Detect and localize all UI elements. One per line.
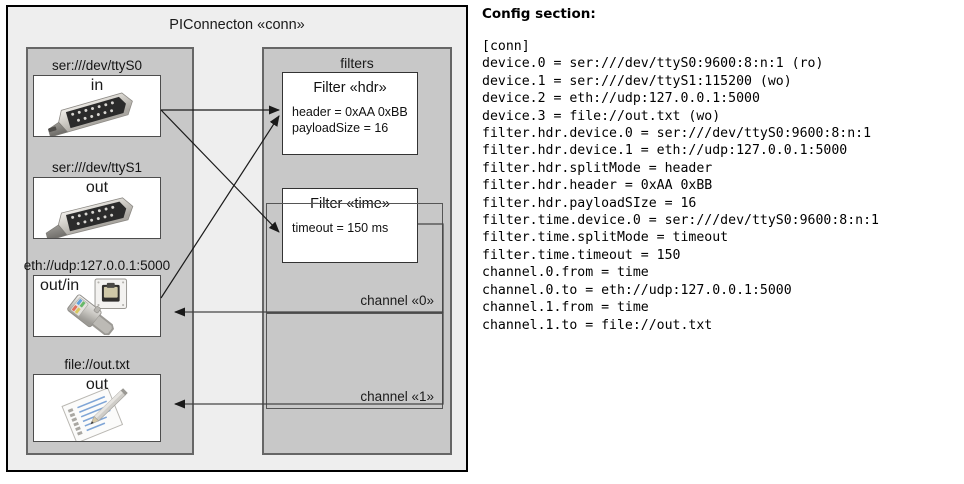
config-line: filter.time.device.0 = ser:///dev/ttyS0:… bbox=[482, 213, 879, 229]
filter-card-hdr[interactable]: Filter «hdr» header = 0xAA 0xBB payloadS… bbox=[282, 72, 418, 155]
diagram-title: PIConnecton «conn» bbox=[169, 17, 305, 33]
config-line: device.0 = ser:///dev/ttyS0:9600:8:n:1 (… bbox=[482, 56, 824, 72]
config-line: channel.1.from = time bbox=[482, 300, 649, 316]
config-line: filter.hdr.splitMode = header bbox=[482, 160, 713, 176]
filter-title-time: Filter «time» bbox=[310, 196, 390, 212]
device-node-eth[interactable]: eth://udp:127.0.0.1:5000 out/in bbox=[23, 258, 171, 337]
channel-label-0: channel «0» bbox=[360, 293, 434, 308]
document-pencil-icon bbox=[61, 387, 128, 441]
device-label-ser0: ser:///dev/ttyS0 bbox=[51, 58, 143, 73]
channel-region-1: channel «1» bbox=[266, 313, 443, 409]
device-card-eth[interactable]: out/in bbox=[33, 275, 161, 337]
device-card-ser0[interactable]: in bbox=[33, 75, 161, 137]
device-direction-ser1: out bbox=[85, 179, 109, 196]
serial-port-icon bbox=[47, 92, 133, 136]
config-line: [conn] bbox=[482, 39, 530, 54]
device-node-file[interactable]: file://out.txt out bbox=[33, 357, 161, 442]
config-panel: Config section: [conn] device.0 = ser:///… bbox=[482, 6, 960, 334]
filter-title-hdr: Filter «hdr» bbox=[313, 80, 387, 96]
device-card-file[interactable]: out bbox=[33, 374, 161, 442]
device-direction-ser0: in bbox=[90, 77, 104, 94]
config-line: channel.1.to = file://out.txt bbox=[482, 317, 713, 333]
filter-prop: payloadSize = 16 bbox=[292, 121, 389, 135]
config-line: filter.hdr.device.1 = eth://udp:127.0.0.… bbox=[482, 143, 848, 159]
config-line: filter.time.timeout = 150 bbox=[482, 247, 681, 263]
filter-props-hdr: header = 0xAA 0xBB payloadSize = 16 bbox=[283, 104, 417, 136]
network-plug-icon bbox=[67, 278, 128, 336]
config-heading: Config section: bbox=[482, 6, 596, 22]
device-label-file: file://out.txt bbox=[64, 357, 130, 372]
device-card-ser1[interactable]: out bbox=[33, 177, 161, 239]
config-line: filter.hdr.header = 0xAA 0xBB bbox=[482, 178, 713, 194]
device-direction-eth: out/in bbox=[40, 277, 80, 294]
device-node-ser0[interactable]: ser:///dev/ttyS0 in bbox=[33, 58, 161, 137]
config-line: filter.hdr.device.0 = ser:///dev/ttyS0:9… bbox=[482, 126, 872, 142]
config-line: device.2 = eth://udp:127.0.0.1:5000 bbox=[482, 91, 760, 107]
filter-prop: header = 0xAA 0xBB bbox=[292, 105, 408, 119]
config-line: filter.hdr.payloadSIze = 16 bbox=[482, 195, 697, 211]
config-line: filter.time.splitMode = timeout bbox=[482, 230, 729, 246]
config-line: device.3 = file://out.txt (wo) bbox=[482, 108, 721, 124]
config-line: device.1 = ser:///dev/ttyS1:115200 (wo) bbox=[482, 73, 792, 89]
config-body: [conn] device.0 = ser:///dev/ttyS0:9600:8… bbox=[482, 38, 960, 334]
device-label-ser1: ser:///dev/ttyS1 bbox=[51, 160, 143, 175]
config-line: channel.0.from = time bbox=[482, 265, 649, 281]
serial-port-icon bbox=[45, 197, 134, 238]
device-label-eth: eth://udp:127.0.0.1:5000 bbox=[23, 258, 171, 273]
device-node-ser1[interactable]: ser:///dev/ttyS1 out bbox=[33, 160, 161, 239]
channel-region-0: channel «0» bbox=[266, 203, 443, 313]
filters-group-title: filters bbox=[340, 55, 374, 71]
device-direction-file: out bbox=[85, 376, 109, 393]
config-line: channel.0.to = eth://udp:127.0.0.1:5000 bbox=[482, 282, 792, 298]
channel-label-1: channel «1» bbox=[360, 389, 434, 404]
